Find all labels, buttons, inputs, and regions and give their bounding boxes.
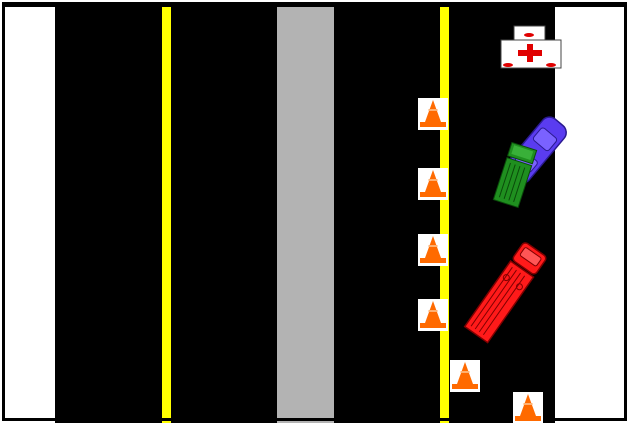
traffic-cone-icon <box>513 392 543 423</box>
left-lane-line <box>162 7 171 423</box>
median-strip <box>277 7 334 423</box>
frame-top-strip <box>3 3 626 7</box>
traffic-cone-icon <box>450 360 480 392</box>
traffic-cone-icon <box>418 299 448 331</box>
traffic-cone-icon <box>418 98 448 130</box>
traffic-cone-icon <box>418 234 448 266</box>
traffic-cone-icon <box>418 168 448 200</box>
right-lane-line <box>440 7 449 423</box>
